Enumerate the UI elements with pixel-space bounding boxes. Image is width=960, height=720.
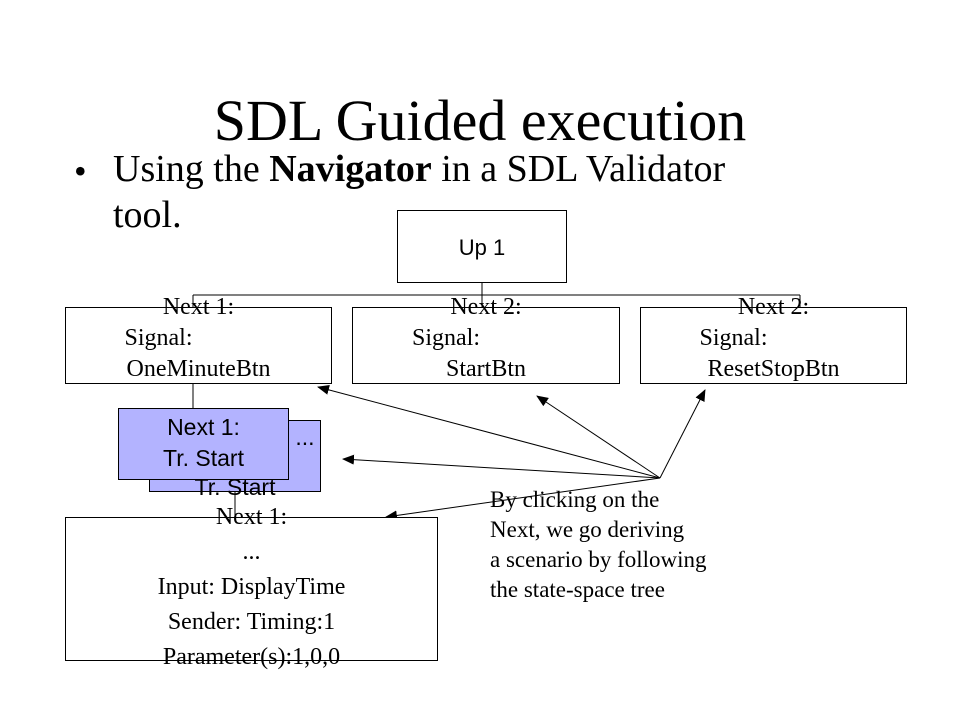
arrow-to-card xyxy=(342,454,661,479)
node-next-c-label: Next 2:Signal:ResetStopBtn xyxy=(699,294,840,382)
arrow-to-next-b xyxy=(536,395,661,479)
annotation-text: By clicking on the Next, we go deriving … xyxy=(490,485,707,605)
annotation-line-2: Next, we go deriving xyxy=(490,517,685,542)
node-up-label: Up 1 xyxy=(458,235,506,260)
bullet-suffix: in a SDL Validator xyxy=(431,148,726,190)
node-next-b[interactable] xyxy=(352,307,620,384)
bullet-text: Using the Navigator in a SDL Validator t… xyxy=(113,146,873,238)
node-card-front-label: Next 1:Tr. Start xyxy=(163,414,244,471)
node-up[interactable] xyxy=(397,210,567,283)
arrow-to-next-a xyxy=(317,384,661,479)
annotation-line-1: By clicking on the xyxy=(490,487,660,512)
annotation-line-4: the state-space tree xyxy=(490,577,665,602)
arrow-to-next-c xyxy=(659,389,706,479)
bullet-line2: tool. xyxy=(113,194,182,236)
node-bottom[interactable] xyxy=(65,517,438,661)
node-card-front[interactable] xyxy=(118,408,289,480)
node-next-a-label: Next 1:Signal:OneMinuteBtn xyxy=(124,294,271,382)
bullet-symbol: • xyxy=(74,151,87,191)
slide-title: SDL Guided execution xyxy=(213,88,747,153)
node-next-b-label: Next 2:Signal:StartBtn xyxy=(411,294,526,382)
node-next-c[interactable] xyxy=(640,307,907,384)
bullet-bold-word: Navigator xyxy=(269,148,432,190)
node-next-a[interactable] xyxy=(65,307,332,384)
bullet-prefix: Using the xyxy=(113,148,270,190)
annotation-line-3: a scenario by following xyxy=(490,547,707,572)
arrow-to-bottom xyxy=(385,477,661,521)
